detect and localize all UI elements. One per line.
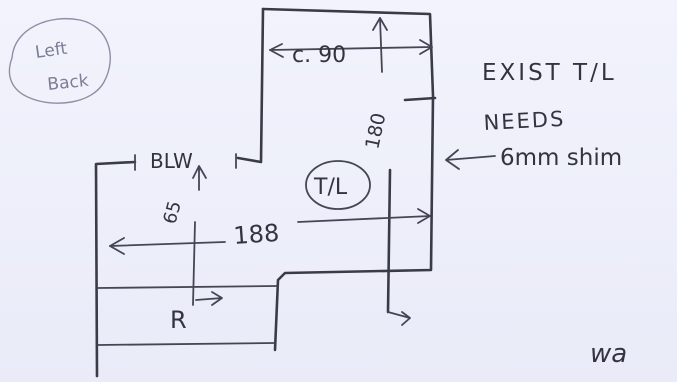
room-outline bbox=[94, 7, 435, 378]
lower-shelf-line-2 bbox=[97, 342, 275, 346]
inner-step-vertical bbox=[386, 168, 392, 314]
right-notes: EXIST T/L NEEDS 6mm shim bbox=[445, 60, 622, 171]
inner-step-horizontal bbox=[403, 96, 437, 102]
signature: wa bbox=[590, 339, 627, 369]
existing-tile-note: EXIST T/L bbox=[482, 60, 617, 86]
tile-marker: T/L bbox=[305, 160, 371, 210]
dim-65-line bbox=[192, 221, 196, 306]
left-wall bbox=[94, 160, 137, 378]
tile-label: T/L bbox=[313, 175, 348, 200]
dim-65: 65 bbox=[160, 199, 196, 306]
dim-188-right-arrowhead bbox=[417, 208, 431, 224]
dim-width-90: c. 90 bbox=[269, 39, 433, 68]
dim-188-right-line bbox=[297, 215, 431, 223]
dim-188-left-line bbox=[109, 241, 226, 247]
r-arrow bbox=[195, 291, 223, 306]
dim-65-label: 65 bbox=[160, 199, 186, 227]
r-label: R bbox=[170, 306, 187, 334]
needs-note-line1: NEEDS bbox=[483, 107, 566, 135]
dim-188: 188 bbox=[109, 208, 431, 255]
corner-note-line2: Back bbox=[46, 71, 89, 95]
dim-90-right-arrowhead bbox=[419, 39, 433, 55]
blw-marker: BLW bbox=[134, 149, 237, 191]
blw-label: BLW bbox=[150, 149, 193, 173]
r-marker: R bbox=[170, 291, 223, 334]
dim-90-left-arrowhead bbox=[269, 43, 284, 58]
inner-step-arrow bbox=[387, 311, 411, 326]
dim-188-left-arrowhead bbox=[109, 237, 125, 255]
dim-180-arrowhead bbox=[372, 17, 388, 31]
lower-shelf-line-1 bbox=[97, 285, 278, 289]
corner-note-ellipse bbox=[8, 18, 111, 104]
dim-180-label: 180 bbox=[361, 111, 390, 151]
dim-188-label: 188 bbox=[232, 219, 280, 250]
dim-90-line bbox=[269, 46, 433, 51]
dim-180-line bbox=[379, 17, 383, 73]
needs-note-line2: 6mm shim bbox=[500, 145, 622, 171]
upper-left-wall bbox=[236, 7, 265, 164]
corner-note: Left Back bbox=[8, 18, 111, 104]
needs-arrow bbox=[445, 149, 496, 170]
room-outline-path bbox=[261, 7, 435, 352]
signature-text: wa bbox=[590, 339, 627, 369]
corner-note-line1: Left bbox=[34, 39, 69, 63]
dim-height-180: 180 bbox=[361, 17, 390, 151]
inner-step bbox=[386, 96, 437, 326]
tile-ellipse bbox=[305, 160, 371, 210]
blw-up-arrow bbox=[192, 165, 207, 191]
dim-90-label: c. 90 bbox=[292, 43, 346, 68]
